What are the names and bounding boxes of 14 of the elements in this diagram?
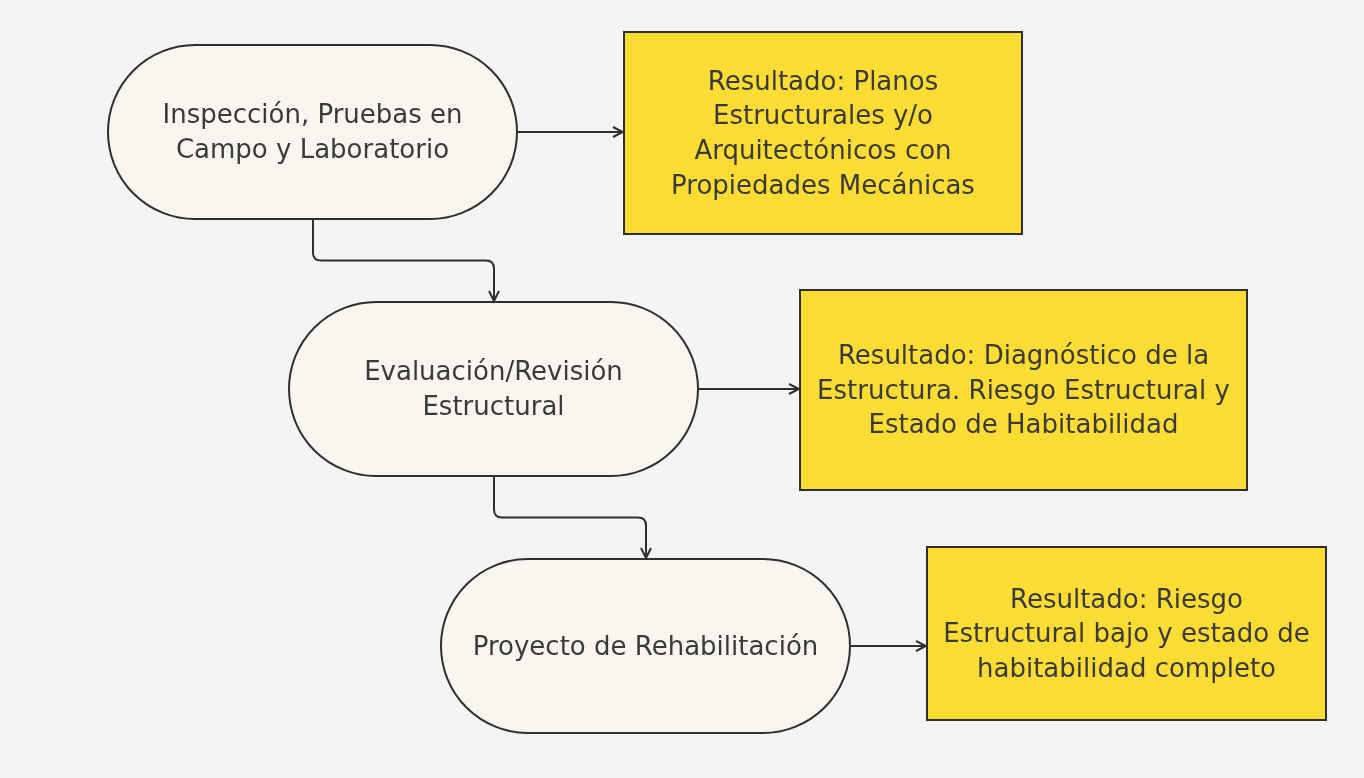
node-label: Resultado: Diagnóstico de la Estructura. Riesgo Estructural y Estado de Habitabilidad [816,339,1231,442]
node-label: Resultado: Riesgo Estructural bajo y estado de habitabilidad completo [942,582,1311,685]
result-box [799,289,1248,491]
result-box [926,546,1327,721]
node-label: Resultado: Planos Estructurales y/o Arquitectónicos con Propiedades Mecánicas [670,64,976,202]
node-label: Inspección, Pruebas en Campo y Laboratorio [161,98,464,166]
node-label: Proyecto de Rehabilitación [472,629,819,663]
node-label: Evaluación/Revisión Estructural [363,355,624,423]
arrow [517,126,624,138]
arrow [493,476,652,559]
arrow [312,219,500,302]
result-box [623,31,1023,235]
arrow [850,640,927,652]
arrow [698,383,800,395]
